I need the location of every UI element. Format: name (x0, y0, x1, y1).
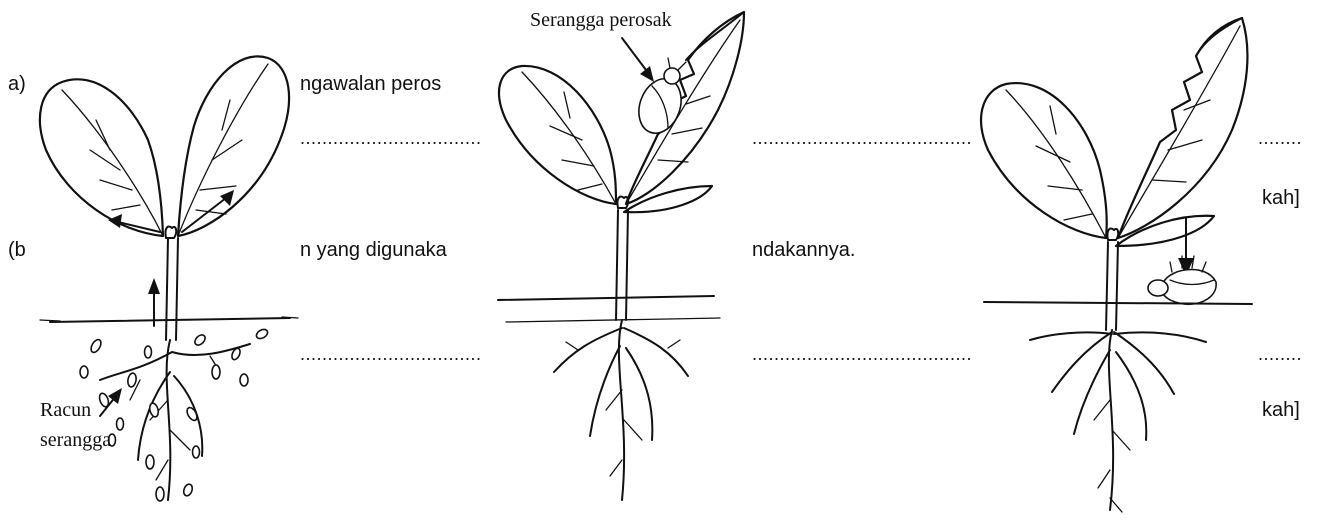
answer-line-a-2: ........................................… (752, 128, 970, 149)
question-b-text-1: n yang digunaka (300, 238, 447, 262)
label-serangga-perosak: Serangga perosak (530, 9, 672, 31)
marks-b: kah] (1262, 398, 1300, 422)
answer-line-a-3: ........ (1258, 128, 1300, 149)
figure-systemic-insecticide: Racun serangga (0, 0, 300, 528)
question-b-text-2: ndakannya. (752, 238, 855, 262)
answer-line-b-2: ........................................… (752, 344, 970, 365)
answer-line-b-1: ........................................… (300, 344, 482, 365)
label-serangga: serangga (40, 429, 111, 451)
answer-line-b-3: ........ (1258, 344, 1324, 365)
question-a-text: ngawalan peros (300, 72, 441, 96)
marks-a: kah] (1262, 186, 1300, 210)
figure-biological-control (970, 0, 1258, 528)
answer-line-a-1: ........................................… (300, 128, 482, 149)
label-racun: Racun (40, 399, 91, 421)
figure-pest-attack: Serangga perosak (482, 0, 752, 528)
